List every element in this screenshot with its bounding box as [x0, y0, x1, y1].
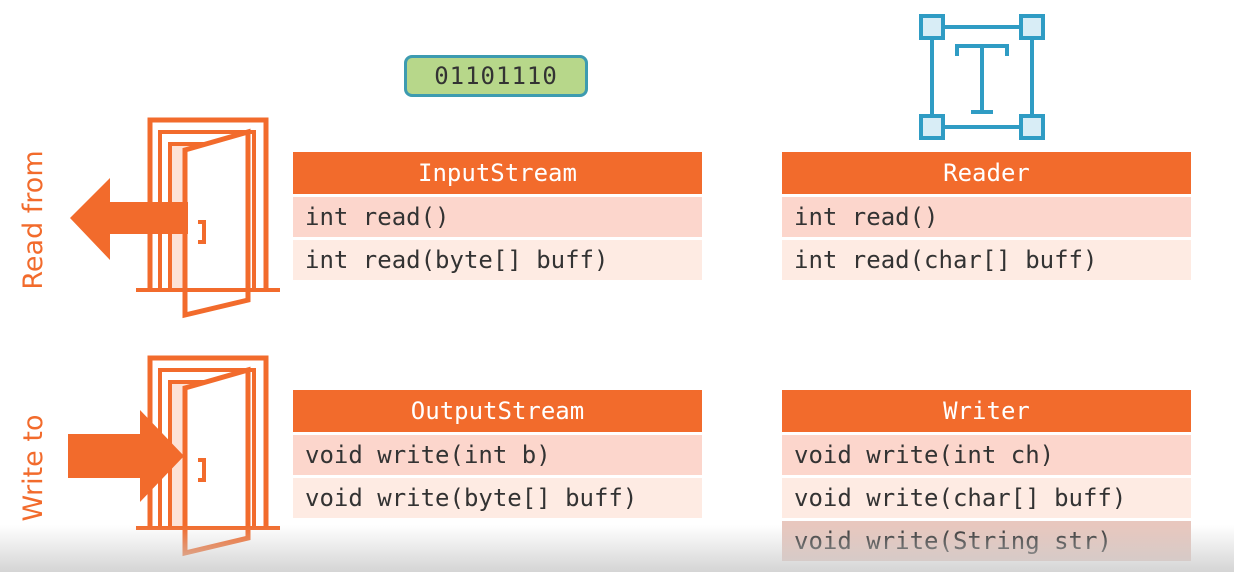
- method-row: int read(byte[] buff): [293, 240, 702, 280]
- method-row: void write(String str): [782, 521, 1191, 561]
- binary-data-badge: 01101110: [404, 55, 588, 97]
- reader-title: Reader: [782, 152, 1191, 194]
- inputstream-title: InputStream: [293, 152, 702, 194]
- method-row: void write(int ch): [782, 435, 1191, 475]
- text-frame-icon: [919, 14, 1045, 140]
- inputstream-table: InputStream int read() int read(byte[] b…: [293, 152, 702, 283]
- writer-table: Writer void write(int ch) void write(cha…: [782, 390, 1191, 564]
- open-door-exit-arrow-icon: [70, 117, 280, 319]
- reader-table: Reader int read() int read(char[] buff): [782, 152, 1191, 283]
- method-row: void write(int b): [293, 435, 702, 475]
- method-row: int read(): [782, 197, 1191, 237]
- method-row: int read(): [293, 197, 702, 237]
- outputstream-table: OutputStream void write(int b) void writ…: [293, 390, 702, 521]
- method-row: int read(char[] buff): [782, 240, 1191, 280]
- write-to-label: Write to: [18, 414, 49, 522]
- method-row: void write(byte[] buff): [293, 478, 702, 518]
- read-from-label: Read from: [18, 150, 49, 290]
- writer-title: Writer: [782, 390, 1191, 432]
- method-row: void write(char[] buff): [782, 478, 1191, 518]
- outputstream-title: OutputStream: [293, 390, 702, 432]
- open-door-enter-arrow-icon: [68, 355, 280, 557]
